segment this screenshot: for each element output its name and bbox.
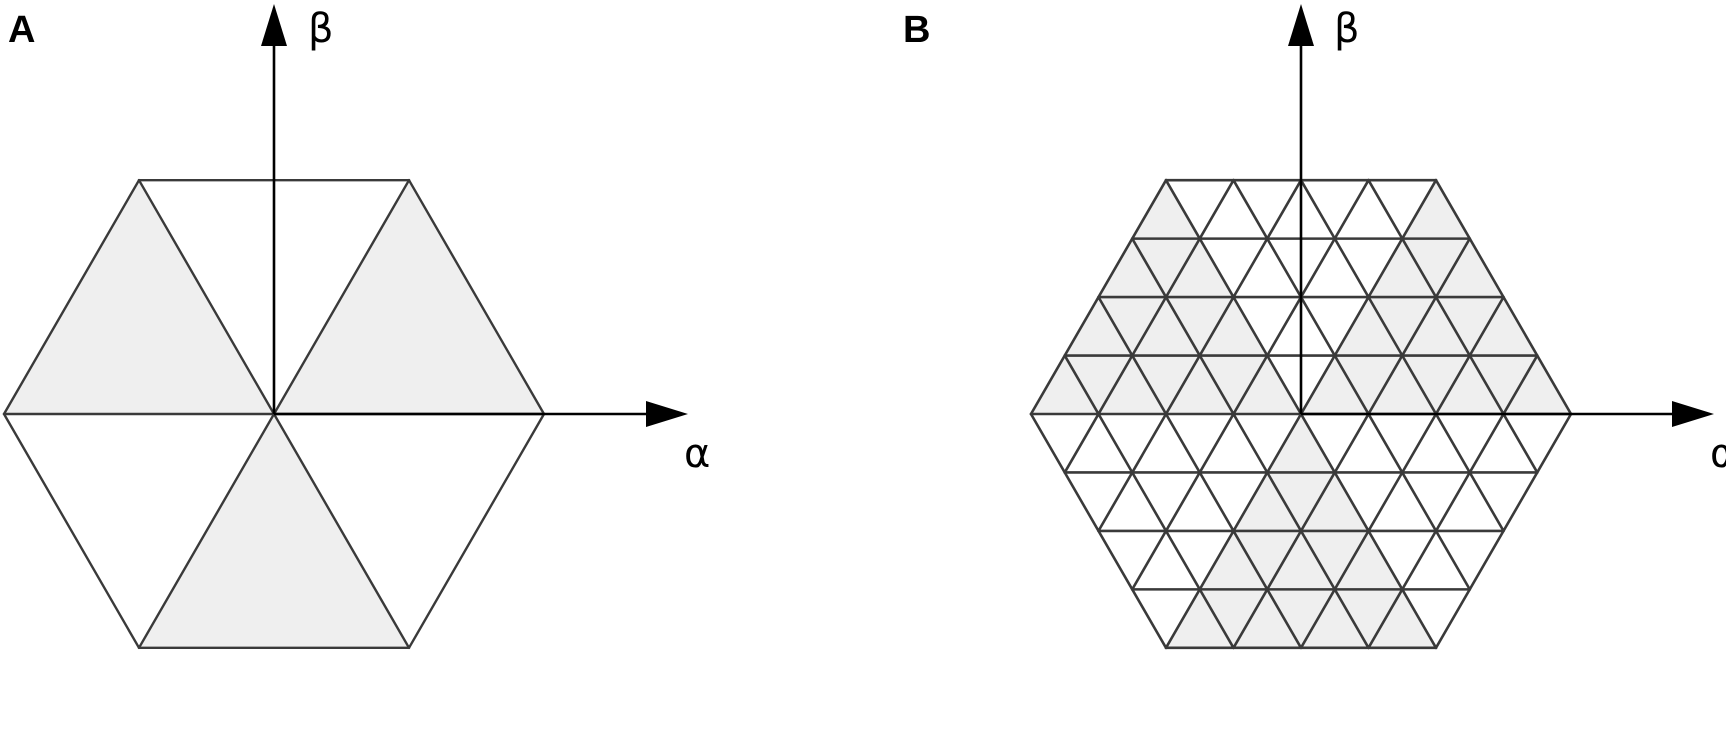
grid-line-diagonal-down — [1130, 237, 1370, 650]
alpha-axis-arrowhead — [1672, 401, 1714, 427]
panel-a-shading — [4, 180, 544, 648]
panel-a-grid — [2, 178, 546, 650]
alpha-axis-label: α — [684, 431, 710, 477]
grid-line-diagonal-down — [2, 412, 141, 650]
grid-line-diagonal-up — [1367, 354, 1539, 650]
grid-line-diagonal-up — [1130, 178, 1370, 591]
beta-axis-arrowhead — [1288, 4, 1314, 46]
shaded-sector-upper-right — [274, 180, 544, 414]
alpha-axis-arrowhead — [646, 401, 688, 427]
beta-axis-arrowhead — [261, 4, 287, 46]
shaded-sector-bottom — [139, 414, 409, 648]
grid-line-diagonal-down — [1063, 354, 1235, 650]
grid-line-diagonal-up — [1434, 412, 1573, 650]
panel-a-hexagon-diagram: α β — [2, 4, 710, 650]
panel-b-axes: α β — [1288, 4, 1726, 477]
panel-b-label: B — [903, 9, 931, 51]
grid-line-diagonal-down — [407, 178, 546, 416]
panel-a-label: A — [8, 9, 36, 51]
panel-b-hexagon-diagram: α β — [1029, 4, 1726, 650]
beta-axis-label: β — [1334, 6, 1360, 52]
grid-line-diagonal-down — [1367, 178, 1539, 474]
grid-line-diagonal-down — [1434, 178, 1573, 416]
grid-line-diagonal-up — [2, 178, 141, 416]
grid-line-diagonal-up — [407, 412, 546, 650]
shaded-sector-upper-left — [4, 180, 274, 414]
panel-a-axes: α β — [261, 4, 710, 477]
grid-line-diagonal-up — [1232, 237, 1472, 650]
alpha-axis-label: α — [1710, 431, 1726, 477]
grid-line-diagonal-up — [1063, 178, 1235, 474]
beta-axis-label: β — [308, 6, 334, 52]
grid-line-diagonal-down — [1232, 178, 1472, 591]
